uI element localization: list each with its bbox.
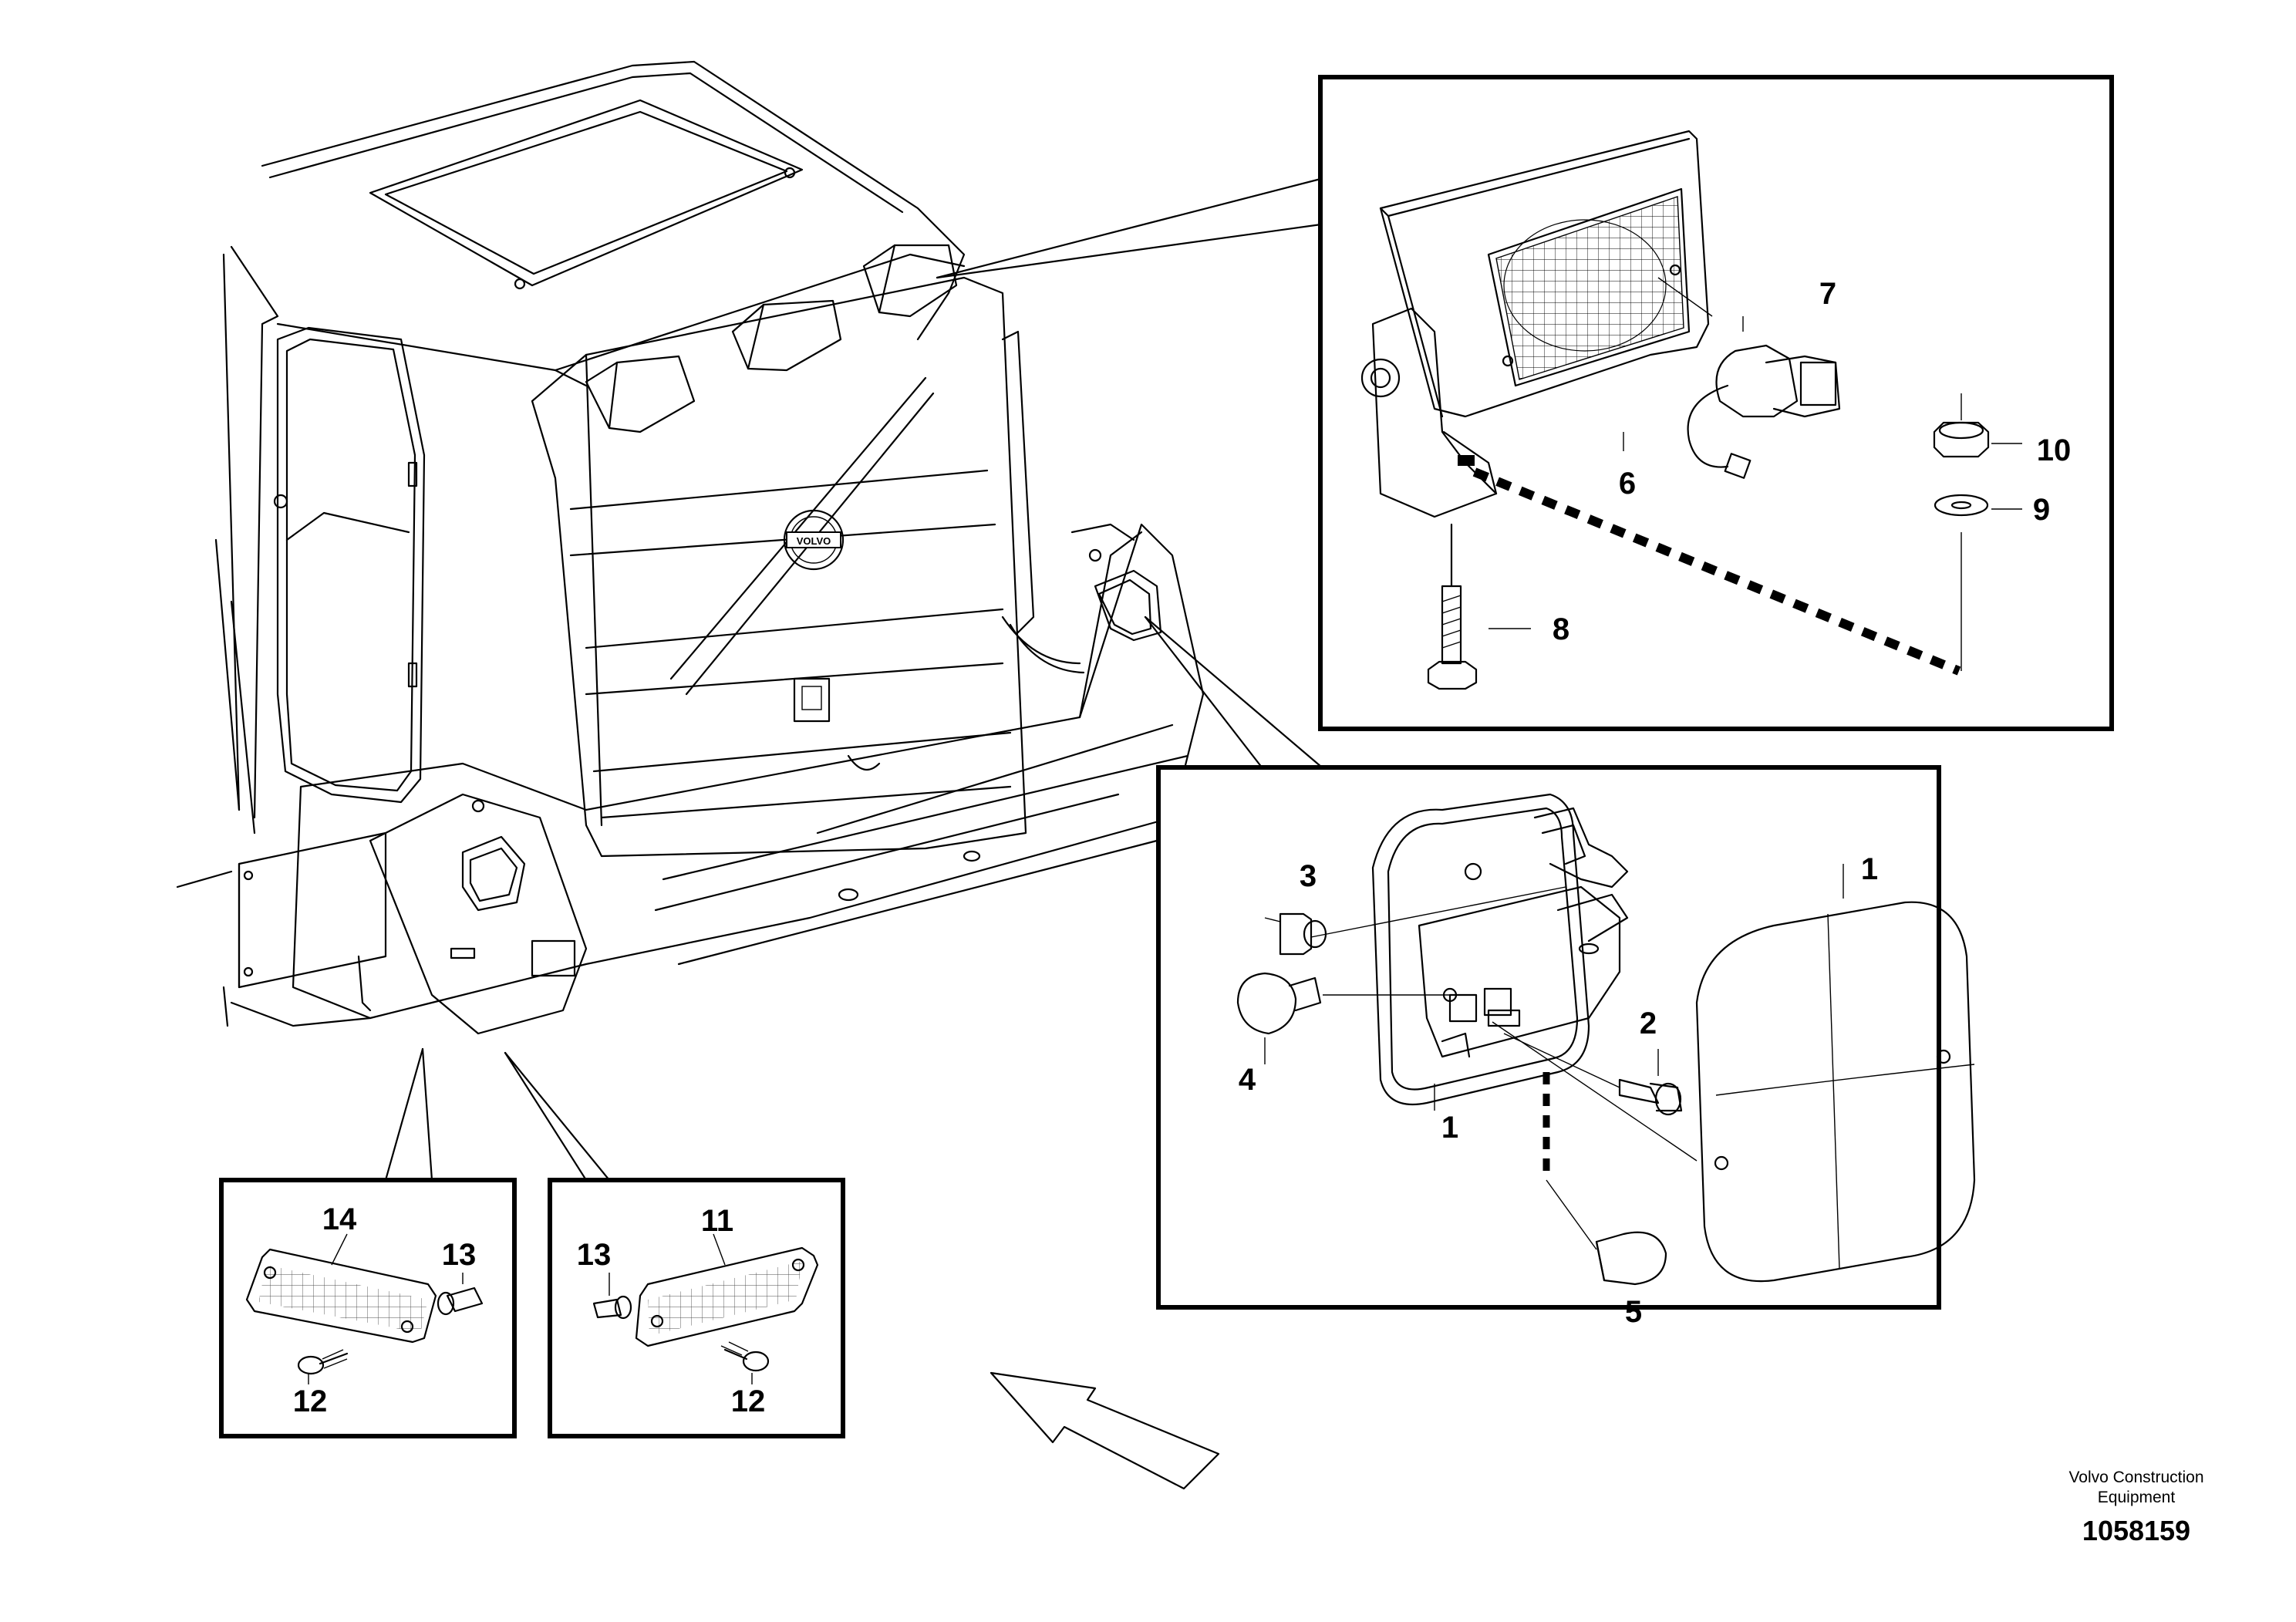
leader-lines	[384, 176, 1328, 1182]
credit-company-line1: Volvo Construction	[2068, 1469, 2203, 1486]
callout-11: 11	[701, 1204, 733, 1238]
work-lamp-detail-box	[1318, 75, 2114, 731]
callout-3: 3	[1300, 859, 1317, 893]
callout-1-housing: 1	[1441, 1111, 1458, 1145]
callout-13-right: 13	[577, 1238, 612, 1272]
credit-company-line2: Equipment	[2098, 1489, 2176, 1506]
callout-1-lens: 1	[1861, 852, 1878, 886]
credit-block: Volvo Construction Equipment 1058159	[2068, 1469, 2203, 1546]
callout-13-left: 13	[442, 1238, 477, 1272]
marker-lamp-left-detail-box	[219, 1178, 517, 1438]
document-number: 1058159	[2082, 1515, 2190, 1546]
volvo-logo-text: VOLVO	[797, 535, 831, 547]
callout-14: 14	[322, 1202, 357, 1236]
callout-12-right: 12	[731, 1384, 766, 1418]
callout-8: 8	[1553, 612, 1569, 646]
callout-5: 5	[1625, 1295, 1642, 1329]
callout-4: 4	[1239, 1063, 1256, 1097]
callout-9: 9	[2033, 493, 2050, 527]
callout-6: 6	[1619, 467, 1636, 501]
tail-lamp-detail-box	[1156, 765, 1976, 1310]
machine-rear-view: VOLVO	[176, 60, 1205, 1035]
viewing-direction-arrow	[990, 1371, 1220, 1490]
marker-lamp-right-detail-box	[548, 1178, 845, 1438]
callout-12-left: 12	[293, 1384, 328, 1418]
callout-10: 10	[2037, 433, 2072, 467]
callout-7: 7	[1819, 277, 1836, 311]
callout-2: 2	[1640, 1007, 1657, 1040]
callout-labels: 1 1 2 3 4 5 6 7 8 9 10 11 12 12 13 13 14	[293, 277, 2072, 1418]
